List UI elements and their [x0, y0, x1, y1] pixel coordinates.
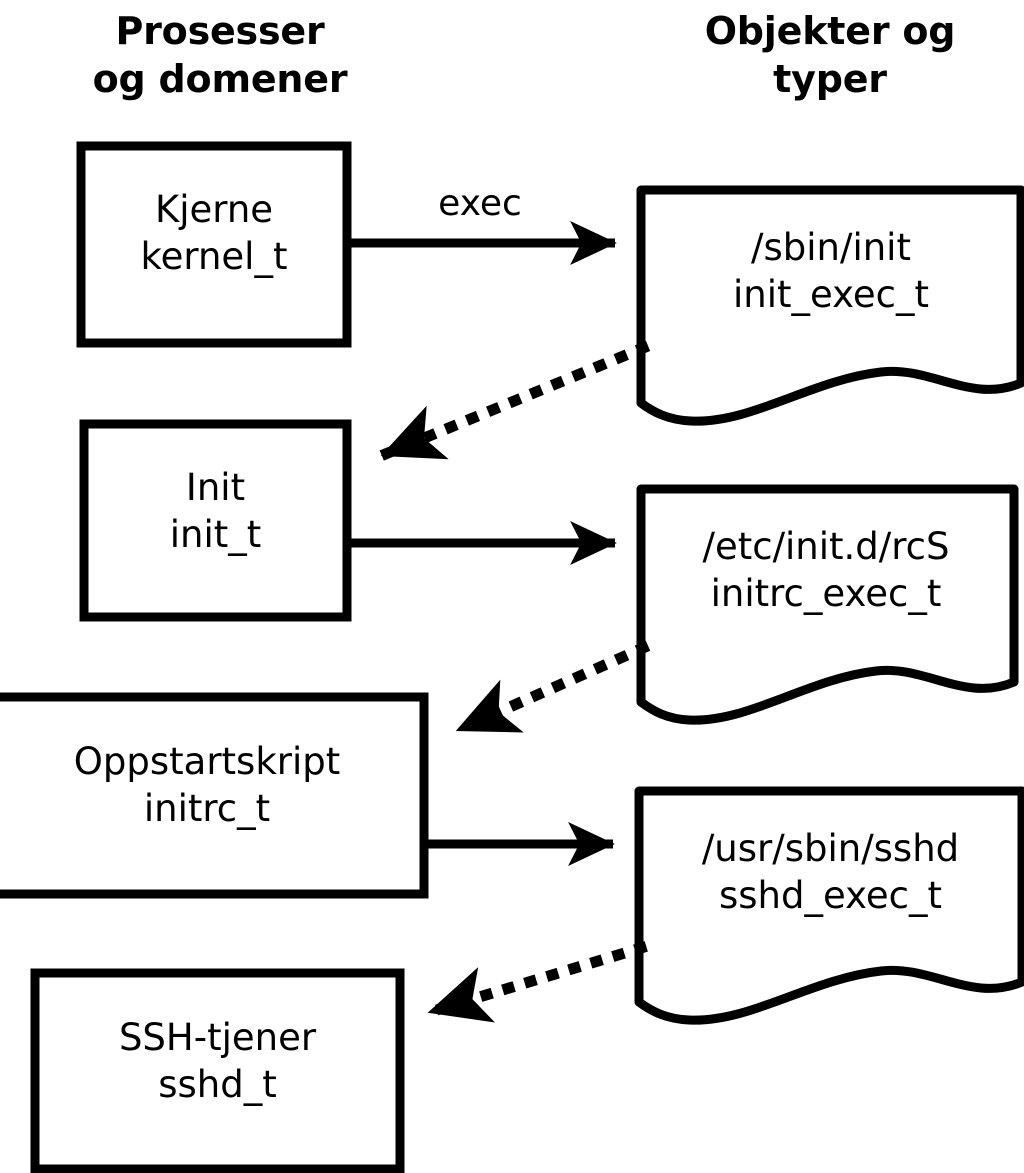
- edge-initrc-exec-to-initrc: [450, 640, 651, 738]
- process-node-sshd[interactable]: [30, 968, 405, 1173]
- edge-sshd-exec-to-sshd: [423, 941, 648, 1023]
- process-node-init[interactable]: [79, 419, 352, 622]
- column-header-objects: Objekter og typer: [704, 9, 956, 101]
- process-node-initrc[interactable]: [0, 692, 429, 899]
- object-node-initrc-exec[interactable]: [636, 484, 1019, 725]
- process-node-kernel[interactable]: [76, 141, 352, 348]
- object-node-init-exec[interactable]: [636, 185, 1024, 426]
- object-node-sshd-exec[interactable]: [634, 786, 1024, 1025]
- column-header-processes: Prosesser og domener: [92, 9, 348, 101]
- edge-init-exec-to-init: [375, 340, 651, 463]
- edge-label-exec: exec: [438, 183, 522, 224]
